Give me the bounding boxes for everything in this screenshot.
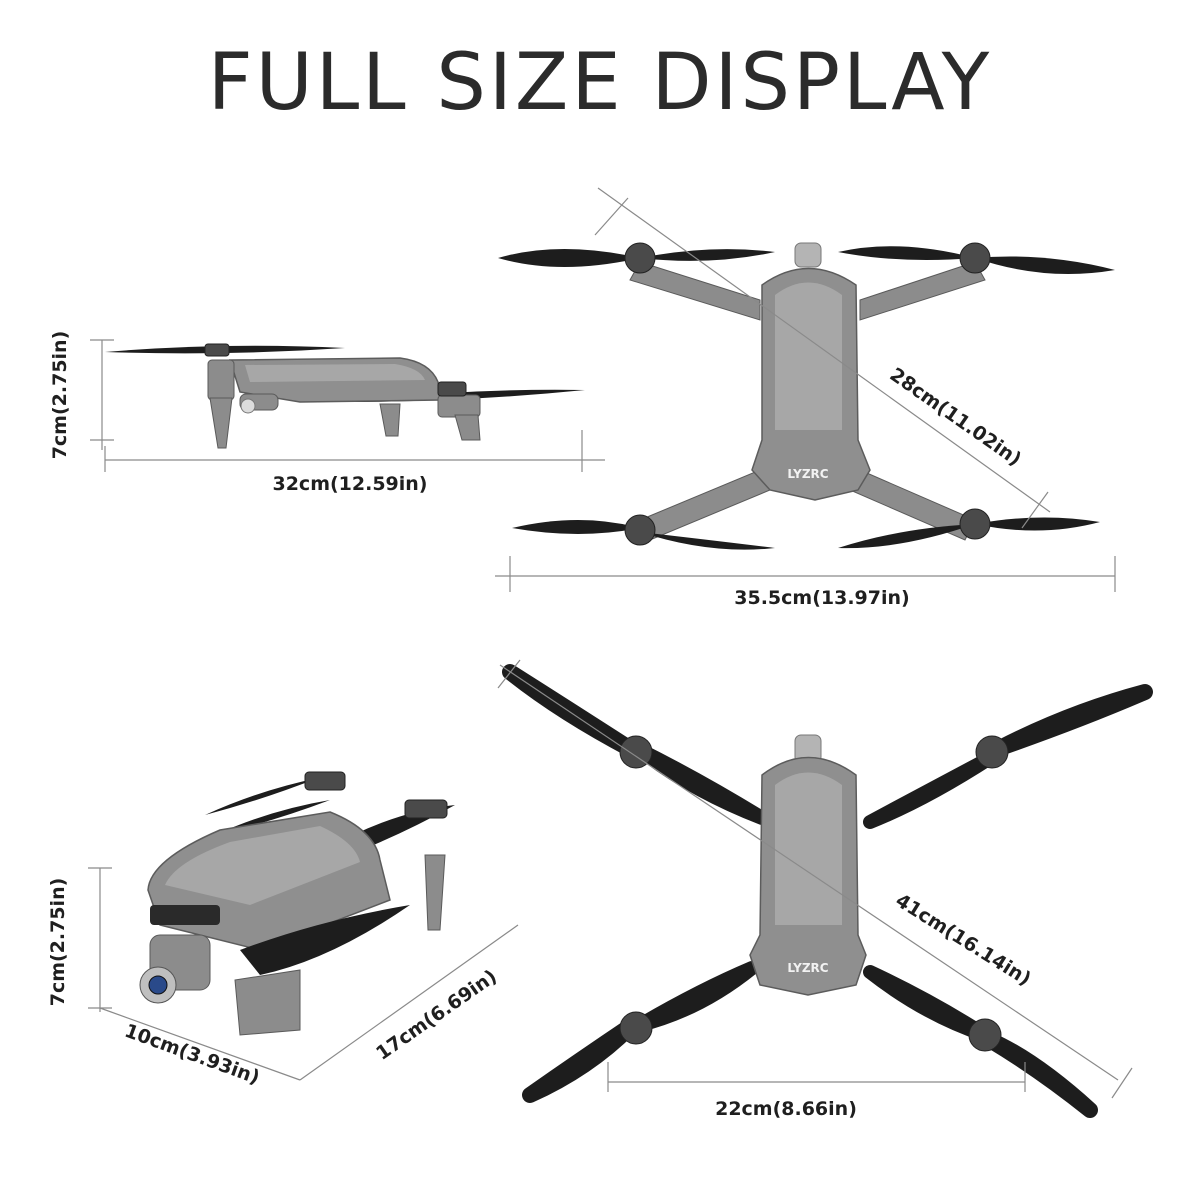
top-view-unfolded-drone: LYZRC: [502, 664, 1153, 1118]
side-length-label: 32cm(12.59in): [272, 473, 427, 495]
side-view-drone: [105, 343, 585, 449]
perspective-view-drone: [139, 771, 455, 1036]
folded-diagonal-label: 28cm(11.02in): [886, 364, 1026, 471]
folded-width-label: 35.5cm(13.97in): [734, 587, 909, 609]
brand-logo-text-2: LYZRC: [787, 961, 828, 975]
side-height-label: 7cm(2.75in): [49, 331, 71, 460]
brand-logo-text: LYZRC: [787, 467, 828, 481]
perspective-height-label: 7cm(2.75in): [47, 878, 69, 1007]
unfolded-width-label: 22cm(8.66in): [715, 1098, 857, 1120]
page-title: FULL SIZE DISPLAY: [207, 38, 993, 128]
top-view-folded-drone: LYZRC: [498, 242, 1115, 550]
unfolded-diagonal-label: 41cm(16.14in): [892, 890, 1035, 991]
